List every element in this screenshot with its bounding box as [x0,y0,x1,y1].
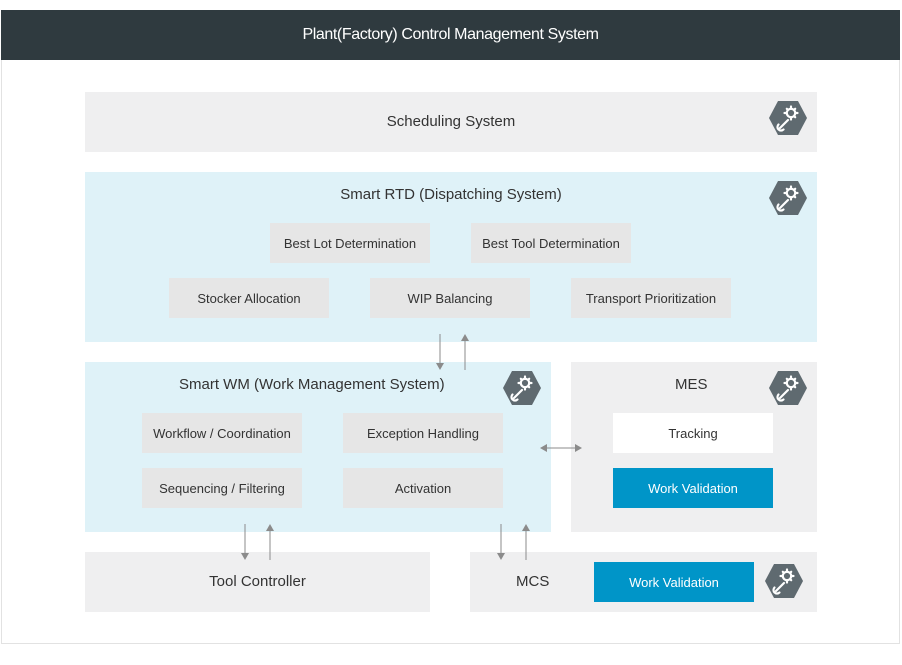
mes-title: MES [675,376,708,393]
mcs-module-work-validation: Work Validation [594,562,754,602]
mes-module-work-validation: Work Validation [613,468,773,508]
wrench-gear-icon[interactable] [768,370,808,406]
scheduling-system-title: Scheduling System [386,113,516,130]
down-arrow-wm-to-mcs [495,524,507,560]
up-arrow-mcs-to-wm [520,524,532,560]
wm-module-exception-handling: Exception Handling [343,413,503,453]
rtd-module-best-lot: Best Lot Determination [270,223,430,263]
tool-controller-panel: Tool Controller [85,552,430,612]
wm-module-activation: Activation [343,468,503,508]
down-arrow-wm-to-tool-controller [239,524,251,560]
scheduling-system-panel: Scheduling System [85,92,817,152]
mcs-title: MCS [516,573,550,590]
up-arrow-wm-to-rtd [459,334,471,370]
bidirectional-arrow-wm-mes [540,442,582,454]
rtd-module-wip-balancing: WIP Balancing [370,278,530,318]
tool-controller-title: Tool Controller [209,573,306,590]
mes-module-tracking: Tracking [613,413,773,453]
up-arrow-tool-controller-to-wm [264,524,276,560]
wrench-gear-icon[interactable] [768,180,808,216]
rtd-module-stocker-allocation: Stocker Allocation [169,278,329,318]
wrench-gear-icon[interactable] [768,100,808,136]
page-title: Plant(Factory) Control Management System [1,10,900,60]
smart-rtd-title: Smart RTD (Dispatching System) [340,186,562,203]
down-arrow-rtd-to-wm [434,334,446,370]
rtd-module-best-tool: Best Tool Determination [471,223,631,263]
smart-wm-title: Smart WM (Work Management System) [179,376,445,393]
wm-module-sequencing: Sequencing / Filtering [142,468,302,508]
rtd-module-transport-prioritization: Transport Prioritization [571,278,731,318]
wrench-gear-icon[interactable] [502,370,542,406]
wm-module-workflow: Workflow / Coordination [142,413,302,453]
wrench-gear-icon[interactable] [764,563,804,599]
